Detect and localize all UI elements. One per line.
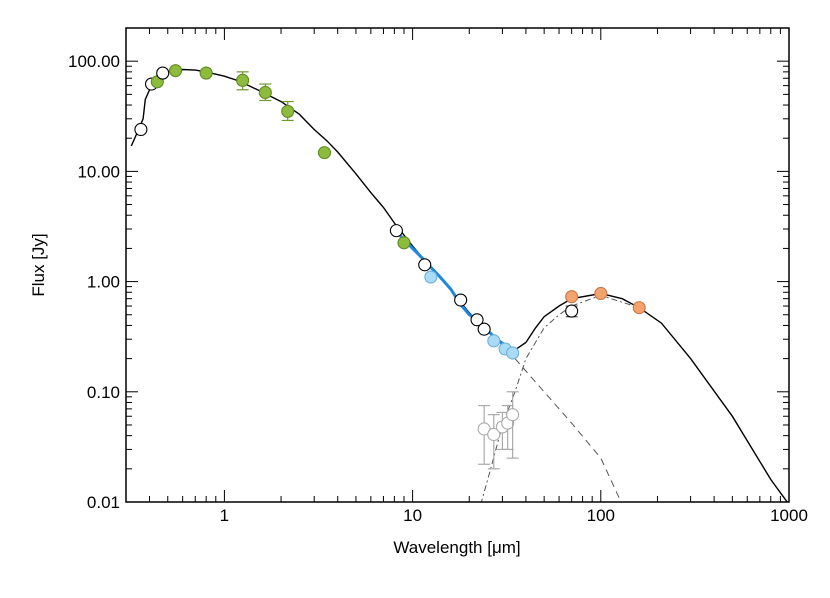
data-point-green bbox=[236, 73, 250, 87]
data-point-orange bbox=[565, 290, 579, 304]
y-tick-label: 1.00 bbox=[87, 273, 120, 292]
spectrum-line bbox=[393, 227, 518, 354]
data-point-grey bbox=[477, 422, 491, 436]
y-axis-title: Flux [Jy] bbox=[29, 233, 48, 296]
dust-line bbox=[480, 294, 640, 502]
data-point-green bbox=[281, 104, 295, 118]
data-point-white bbox=[470, 313, 484, 327]
data-point-grey bbox=[506, 408, 520, 422]
data-point-lightblue bbox=[506, 346, 520, 360]
y-tick-label: 0.01 bbox=[87, 493, 120, 512]
data-point-green bbox=[317, 146, 331, 160]
data-point-white bbox=[156, 66, 170, 80]
plot-marks bbox=[130, 64, 789, 502]
plot-frame bbox=[125, 27, 790, 503]
data-point-orange bbox=[594, 286, 608, 301]
data-point-white bbox=[134, 122, 148, 137]
y-tick-label: 100.00 bbox=[68, 52, 120, 71]
data-point-white bbox=[418, 258, 432, 272]
x-axis-title: Wavelength [μm] bbox=[393, 538, 520, 557]
data-point-white bbox=[565, 304, 579, 318]
x-tick-label: 1000 bbox=[770, 506, 808, 525]
data-point-green bbox=[199, 66, 213, 80]
data-point-lightblue bbox=[487, 334, 501, 348]
model-line bbox=[130, 68, 789, 502]
x-tick-label: 1 bbox=[220, 506, 229, 525]
data-point-white bbox=[477, 322, 491, 336]
data-point-lightblue bbox=[424, 270, 438, 284]
data-point-grey bbox=[487, 427, 501, 442]
data-point-white bbox=[454, 293, 468, 307]
data-point-green bbox=[168, 64, 183, 78]
data-point-orange bbox=[632, 301, 646, 315]
photosphere-line bbox=[514, 358, 622, 502]
data-point-green bbox=[258, 85, 272, 100]
x-tick-label: 10 bbox=[403, 506, 422, 525]
data-point-green bbox=[397, 236, 411, 250]
axis-ticks: 1 10 100 1000 0.01 0.10 1.00 10.00 100.00 bbox=[68, 28, 808, 525]
y-tick-label: 0.10 bbox=[87, 383, 120, 402]
x-tick-label: 100 bbox=[587, 506, 615, 525]
data-point-white bbox=[389, 224, 403, 238]
y-tick-label: 10.00 bbox=[77, 162, 120, 181]
